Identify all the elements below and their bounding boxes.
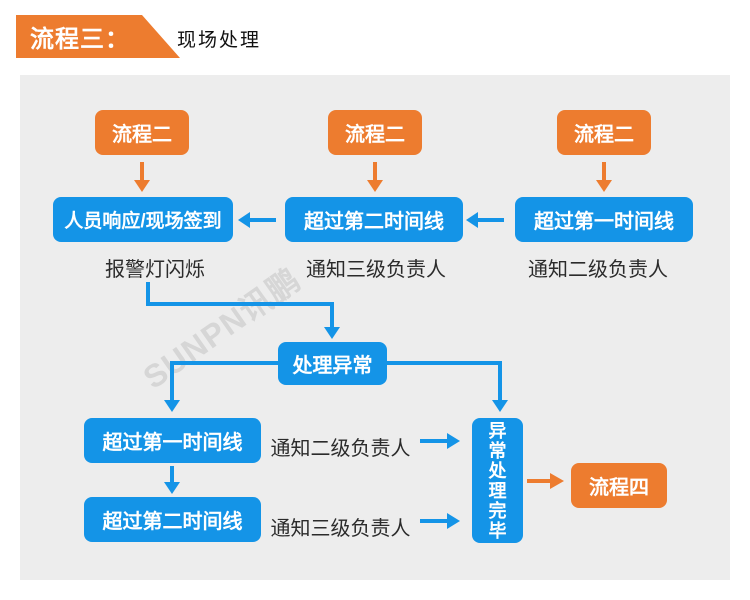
node-process2-right: 流程二 (557, 110, 651, 155)
node-exception-done: 异常处理完毕 (472, 418, 523, 543)
node-over-first-timeline-top: 超过第一时间线 (515, 197, 693, 242)
arrow-right-notify2 (420, 433, 460, 449)
arrow-left-between-1 (238, 212, 276, 228)
node-process2-left: 流程二 (95, 110, 189, 155)
arrow-down-bottom-left (164, 466, 180, 494)
node-process4: 流程四 (571, 463, 667, 508)
caption-alarm-flash: 报警灯闪烁 (105, 259, 205, 281)
elbow-handle-to-left (164, 361, 280, 412)
caption-notify-level2-bottom: 通知二级负责人 (270, 438, 411, 460)
node-over-second-timeline-top: 超过第二时间线 (285, 197, 463, 242)
arrow-left-between-2 (466, 212, 504, 228)
node-process2-mid: 流程二 (328, 110, 422, 155)
arrow-down-orange-mid (367, 162, 383, 192)
node-personnel-respond: 人员响应/现场签到 (53, 197, 233, 242)
arrow-down-orange-left (134, 162, 150, 192)
caption-notify-level3-top: 通知三级负责人 (306, 259, 446, 281)
elbow-alarm-to-handle (146, 282, 340, 339)
node-handle-exception: 处理异常 (278, 342, 387, 385)
arrow-right-notify3 (420, 513, 460, 529)
arrow-down-orange-right (596, 162, 612, 192)
section-banner-label: 流程三： (30, 26, 130, 53)
node-exception-done-label: 异常处理完毕 (488, 420, 507, 541)
node-over-second-timeline-bottom: 超过第二时间线 (84, 497, 261, 542)
elbow-handle-to-right (385, 361, 508, 412)
caption-notify-level2-top: 通知二级负责人 (528, 259, 668, 281)
node-over-first-timeline-bottom: 超过第一时间线 (84, 418, 261, 463)
caption-notify-level3-bottom: 通知三级负责人 (270, 518, 411, 540)
arrow-right-to-p4 (527, 473, 564, 489)
